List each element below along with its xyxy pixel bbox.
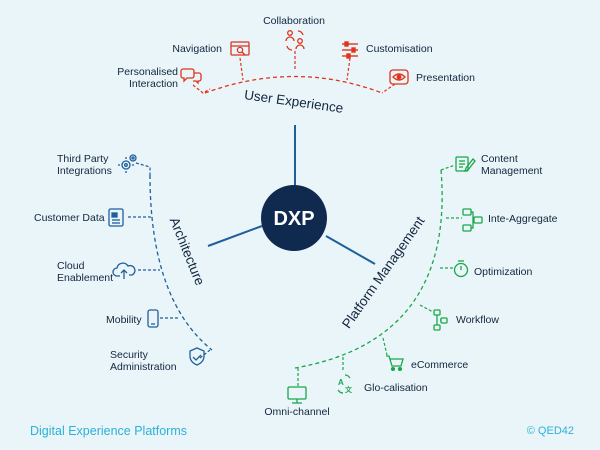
users-exchange-icon: [285, 30, 305, 51]
cloud-upload-icon: [112, 262, 136, 279]
dxp-hub: [261, 185, 327, 251]
label-omni-channel: Omni-channel: [264, 406, 329, 418]
svg-text:文: 文: [345, 385, 353, 394]
timer-icon: [453, 260, 469, 278]
label-customisation: Customisation: [366, 43, 433, 55]
branch-personalised: [192, 84, 211, 94]
label-personalised-line1: Personalised: [117, 66, 178, 78]
document-edit-icon: [455, 156, 476, 173]
label-mobility: Mobility: [106, 314, 142, 326]
footer-title: Digital Experience Platforms: [30, 424, 188, 438]
id-card-icon: [108, 208, 124, 227]
branch-security: [199, 349, 211, 359]
shield-check-icon: [189, 347, 205, 366]
label-inte-aggregate: Inte-Aggregate: [488, 213, 558, 225]
label-workflow: Workflow: [456, 314, 499, 326]
architecture-arc: [149, 174, 213, 351]
dxp-hub-label: DXP: [273, 208, 314, 230]
footer-copyright: © QED42: [526, 425, 574, 437]
spoke-architecture: [207, 225, 263, 247]
label-presentation: Presentation: [416, 72, 475, 84]
label-third-party-line2: Integrations: [57, 165, 112, 177]
label-glocalisation: Glo-calisation: [364, 382, 428, 394]
label-collaboration: Collaboration: [263, 15, 325, 27]
gears-icon: [118, 154, 137, 173]
branch-navigation: [239, 57, 244, 81]
label-navigation: Navigation: [172, 43, 222, 55]
shopping-cart-icon: [386, 355, 404, 372]
label-security-line2: Administration: [110, 361, 177, 373]
svg-text:A: A: [338, 378, 344, 387]
label-cloud-line1: Cloud: [57, 260, 85, 272]
label-optimization: Optimization: [474, 266, 533, 278]
label-personalised-line2: Interaction: [129, 78, 178, 90]
label-third-party-line1: Third Party: [57, 153, 109, 165]
chat-bubbles-icon: [180, 68, 202, 85]
network-nodes-icon: [462, 208, 483, 232]
label-content-line2: Management: [481, 165, 542, 177]
monitor-icon: [287, 386, 307, 404]
user-experience-title: User Experience: [243, 87, 344, 116]
eye-icon: [389, 69, 409, 85]
branch-ecommerce: [382, 337, 388, 356]
flow-chart-icon: [433, 309, 448, 331]
label-security-line1: Security: [110, 349, 149, 361]
browser-search-icon: [230, 41, 250, 56]
branch-third-party: [135, 162, 151, 178]
spoke-platform-management: [325, 235, 376, 265]
label-content-line1: Content: [481, 153, 518, 165]
sliders-icon: [342, 41, 358, 59]
label-ecommerce: eCommerce: [411, 359, 468, 371]
branch-presentation: [381, 83, 396, 94]
architecture-title: Architecture: [167, 215, 208, 287]
branch-workflow: [419, 304, 434, 313]
translate-icon: A 文: [337, 374, 353, 394]
branch-content: [440, 164, 456, 171]
label-cloud-line2: Enablement: [57, 272, 113, 284]
platform-management-arc: [294, 169, 443, 369]
branch-customisation: [346, 57, 351, 81]
platform-management-title: Platform Management: [339, 214, 428, 332]
label-customer-data: Customer Data: [34, 212, 105, 224]
user-experience-arc: [204, 75, 383, 94]
mobile-phone-icon: [147, 309, 159, 328]
